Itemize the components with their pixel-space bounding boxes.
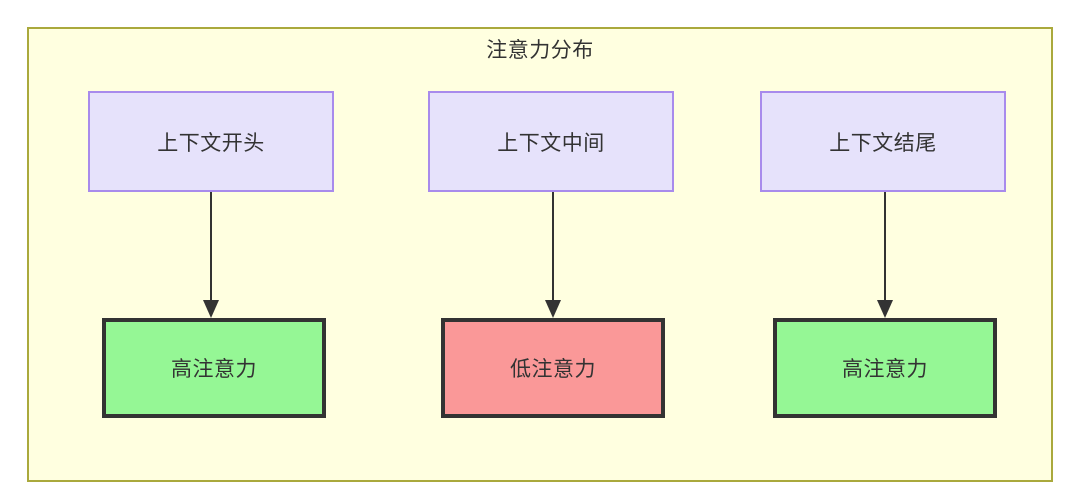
subgraph-title: 注意力分布: [486, 38, 594, 62]
node-attention-middle[interactable]: 低注意力: [441, 318, 665, 418]
node-attention-start[interactable]: 高注意力: [102, 318, 326, 418]
node-attention-end[interactable]: 高注意力: [773, 318, 997, 418]
edge-context-middle-to-attention: [543, 192, 563, 320]
edge-context-start-to-attention: [201, 192, 221, 320]
node-context-start-label: 上下文开头: [157, 130, 265, 155]
node-context-end[interactable]: 上下文结尾: [760, 91, 1006, 192]
node-attention-start-label: 高注意力: [171, 357, 257, 381]
node-context-end-label: 上下文结尾: [829, 130, 937, 155]
node-attention-middle-label: 低注意力: [510, 357, 596, 381]
node-attention-end-label: 高注意力: [842, 357, 928, 381]
node-context-start[interactable]: 上下文开头: [88, 91, 334, 192]
node-context-middle[interactable]: 上下文中间: [428, 91, 674, 192]
edge-context-end-to-attention: [875, 192, 895, 320]
node-context-middle-label: 上下文中间: [497, 130, 605, 155]
